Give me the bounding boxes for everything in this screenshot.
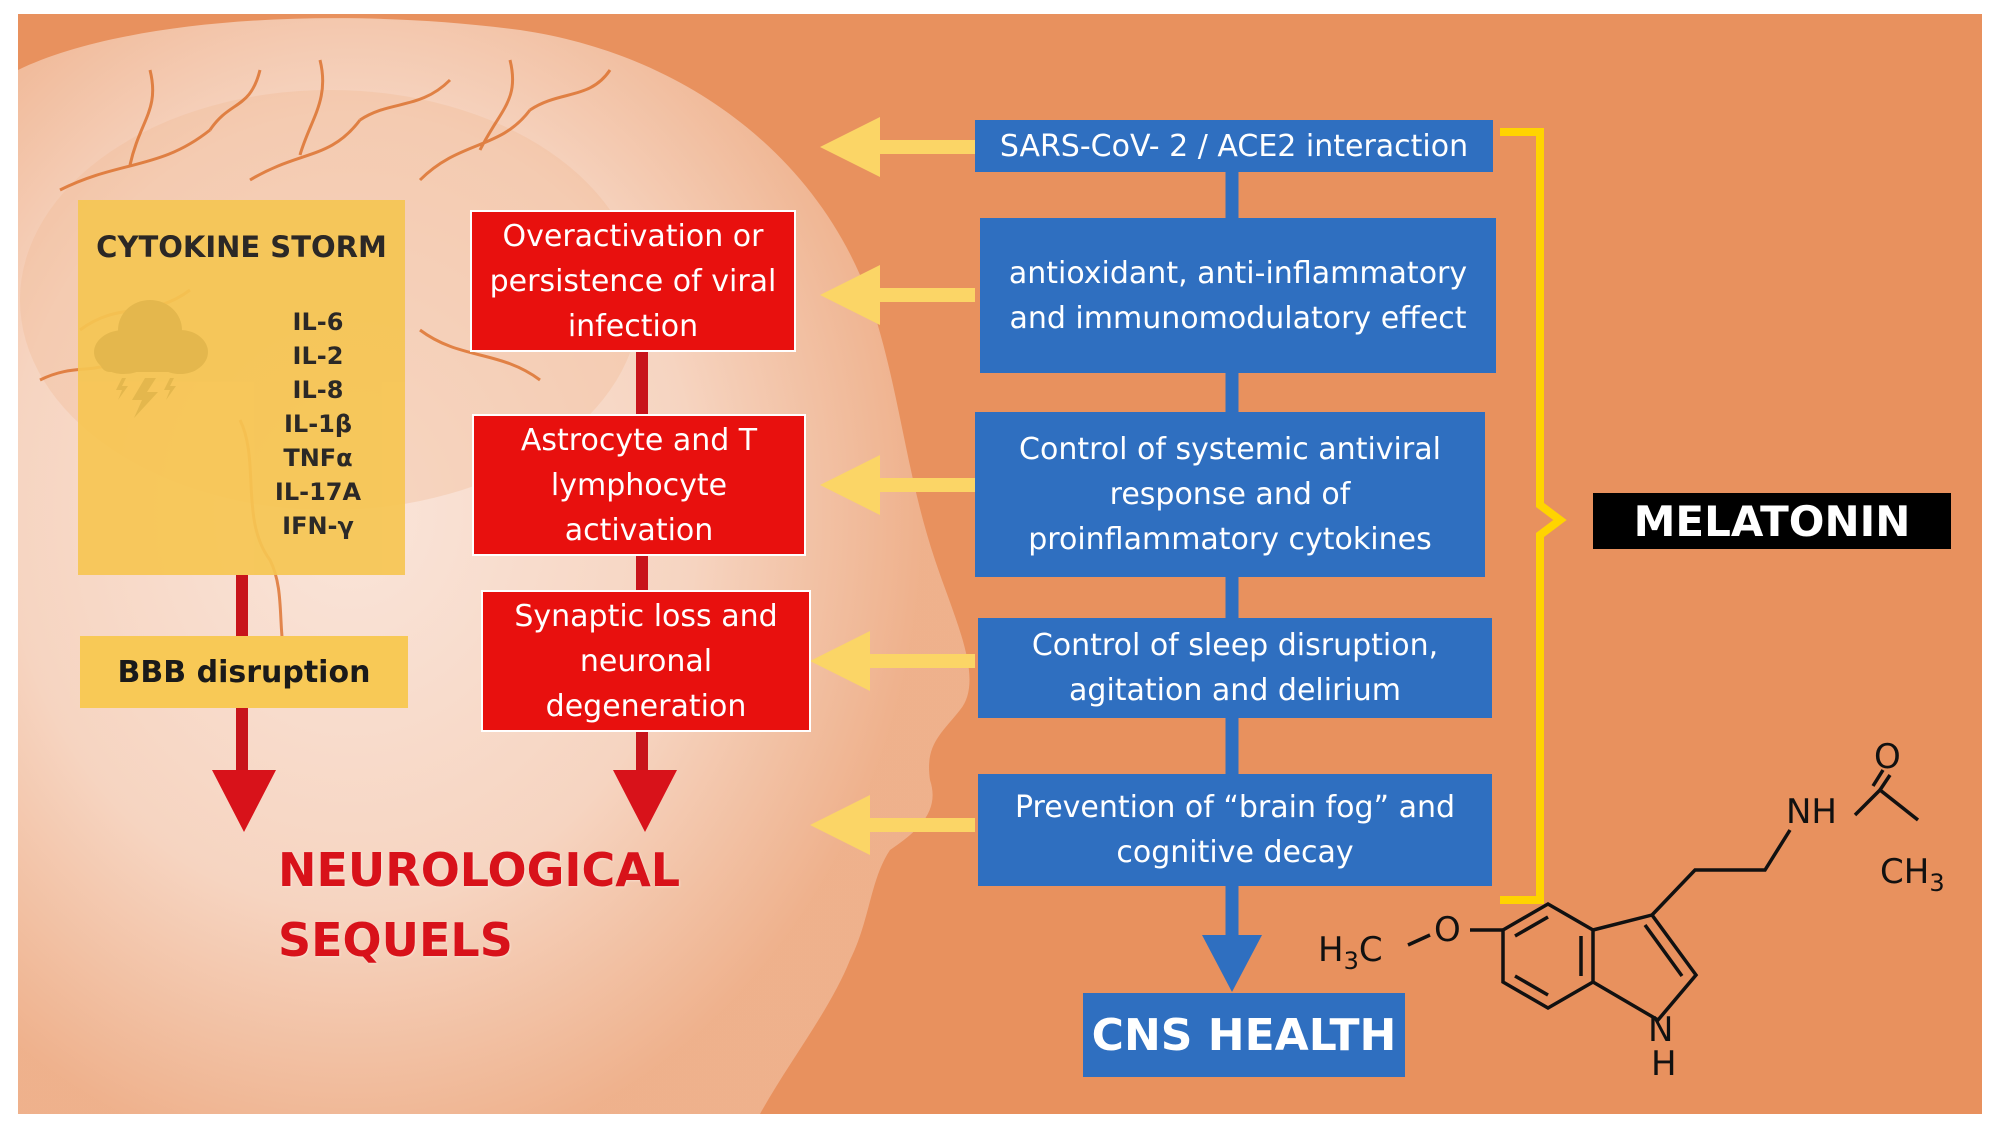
sleep-disruption-label: Control of sleep disruption, agitation a…: [1031, 628, 1439, 708]
sequels-line: SEQUELS: [278, 913, 513, 967]
ace2-interaction-box: SARS-CoV- 2 / ACE2 interaction: [975, 120, 1493, 172]
antioxidant-effect-label: antioxidant, anti-inflammatory and immun…: [1008, 255, 1468, 336]
cytokine-storm-box: CYTOKINE STORM IL-6 IL-2 IL-8 IL-1β TNFα…: [78, 200, 405, 575]
red-arrowhead-middle: [613, 770, 677, 832]
melatonin-bracket: [1500, 128, 1567, 904]
molecule-nh: NH: [1786, 792, 1837, 832]
molecule-o-carbonyl: O: [1874, 737, 1901, 777]
blue-arrowhead: [1202, 935, 1262, 992]
cytokine-storm-title: CYTOKINE STORM: [96, 230, 387, 264]
molecule-h-indole: H: [1651, 1044, 1677, 1084]
yellow-arrows: [810, 117, 975, 855]
synaptic-loss-label: Synaptic loss and neuronal degeneration: [514, 598, 778, 724]
antioxidant-effect-box: antioxidant, anti-inflammatory and immun…: [980, 218, 1496, 373]
bbb-disruption-label: BBB disruption: [117, 654, 371, 690]
melatonin-label-box: MELATONIN: [1593, 493, 1951, 549]
cytokine-list: IL-6 IL-2 IL-8 IL-1β TNFα IL-17A IFN-γ: [208, 305, 428, 543]
cns-health-label: CNS HEALTH: [1091, 1009, 1397, 1061]
cytokine-il6: IL-6: [292, 308, 344, 336]
cytokine-il17a: IL-17A: [274, 478, 362, 506]
melatonin-label: MELATONIN: [1633, 496, 1911, 546]
antiviral-response-label: Control of systemic antiviral response a…: [1019, 432, 1441, 557]
synaptic-loss-box: Synaptic loss and neuronal degeneration: [481, 590, 811, 732]
antiviral-response-box: Control of systemic antiviral response a…: [975, 412, 1485, 577]
molecule-o-methoxy: O: [1434, 910, 1461, 950]
red-arrowhead-left: [212, 770, 276, 832]
neurological-line: NEUROLOGICAL: [278, 843, 681, 897]
bbb-disruption-box: BBB disruption: [80, 636, 408, 708]
molecule-n-indole: N: [1648, 1010, 1674, 1050]
astrocyte-activation-box: Astrocyte and T lymphocyte activation: [472, 414, 806, 556]
cytokine-il2: IL-2: [292, 342, 344, 370]
cytokine-il1b: IL-1β: [283, 410, 353, 438]
cns-health-box: CNS HEALTH: [1083, 993, 1405, 1077]
cytokine-tnfa: TNFα: [283, 444, 353, 472]
cytokine-ifng: IFN-γ: [282, 512, 354, 540]
melatonin-molecule: [1407, 769, 1920, 1023]
sleep-disruption-box: Control of sleep disruption, agitation a…: [978, 618, 1492, 718]
brain-fog-label: Prevention of “brain fog” and cognitive …: [1014, 790, 1456, 870]
cytokine-il8: IL-8: [292, 376, 344, 404]
viral-infection-box: Overactivation or persistence of viral i…: [470, 210, 796, 352]
viral-infection-label: Overactivation or persistence of viral i…: [489, 218, 777, 344]
astrocyte-activation-label: Astrocyte and T lymphocyte activation: [520, 422, 758, 548]
neurological-sequels-label: NEUROLOGICAL SEQUELS: [278, 835, 680, 975]
ace2-interaction-label: SARS-CoV- 2 / ACE2 interaction: [999, 128, 1469, 164]
molecule-h3c: H3C: [1318, 930, 1383, 975]
brain-fog-box: Prevention of “brain fog” and cognitive …: [978, 774, 1492, 886]
molecule-ch3: CH3: [1880, 852, 1945, 897]
